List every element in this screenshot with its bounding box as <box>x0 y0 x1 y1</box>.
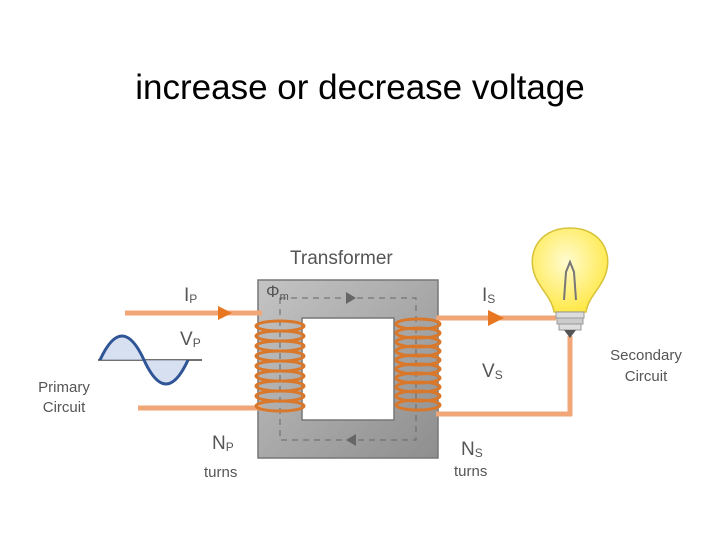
secondary-voltage-label: VS <box>482 361 503 382</box>
primary-turns-label: NP <box>212 433 234 454</box>
core-label: Transformer <box>290 248 393 269</box>
primary-wires <box>125 310 262 411</box>
secondary-wires <box>436 315 573 417</box>
secondary-turns-word: turns <box>454 463 487 480</box>
secondary-current-label: IS <box>482 285 495 306</box>
secondary-circuit-label: Secondary <box>610 347 682 364</box>
secondary-turns-label: NS <box>461 439 483 460</box>
ac-sine-icon <box>98 334 202 386</box>
slide-title: increase or decrease voltage <box>135 68 585 107</box>
secondary-circuit-label-2: Circuit <box>625 368 668 385</box>
secondary-coil <box>394 317 442 412</box>
secondary-current-arrow <box>488 310 504 326</box>
transformer-core <box>257 279 439 459</box>
primary-circuit-label: Primary <box>38 379 90 396</box>
light-bulb-icon <box>531 227 609 338</box>
primary-current-arrow <box>218 306 232 320</box>
primary-coil <box>254 319 306 413</box>
primary-circuit-label-2: Circuit <box>43 399 86 416</box>
primary-turns-word: turns <box>204 464 237 481</box>
primary-current-label: IP <box>184 285 197 306</box>
flux-label: Φm <box>266 282 289 303</box>
primary-voltage-label: VP <box>180 329 201 350</box>
